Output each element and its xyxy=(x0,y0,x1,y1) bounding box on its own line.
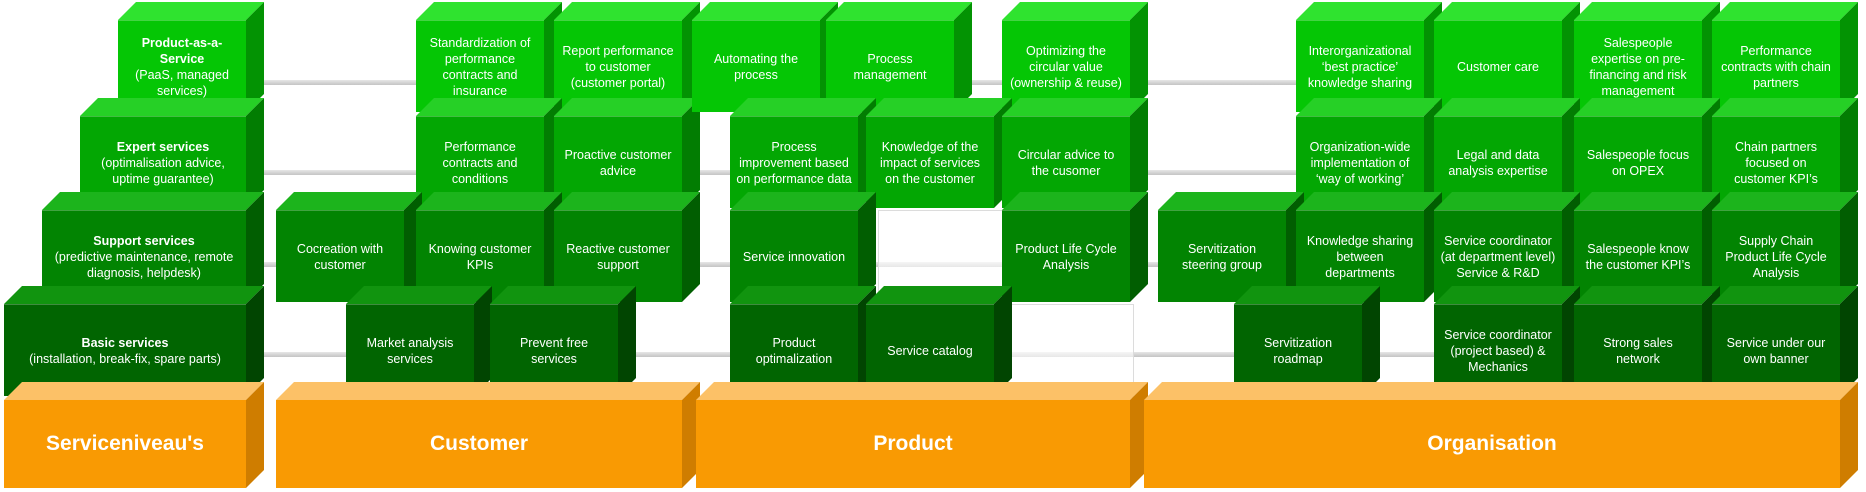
block-market-analysis: Market analysis services xyxy=(346,286,492,396)
column-label: Serviceniveau's xyxy=(4,400,246,488)
block-report-performance: Report performance to customer (customer… xyxy=(554,2,700,112)
block-service-own-banner: Service under our own banner xyxy=(1712,286,1858,396)
column-label: Product xyxy=(696,400,1130,488)
block-optimizing-circular-value: Optimizing the circular value (ownership… xyxy=(1002,2,1148,112)
block-process-management: Process management xyxy=(826,2,972,112)
block-customer-care: Customer care xyxy=(1434,2,1580,112)
block-service-catalog: Service catalog xyxy=(866,286,1012,396)
block-automating-process: Automating the process xyxy=(692,2,838,112)
block-knowledge-impact: Knowledge of the impact of services on t… xyxy=(866,98,1012,208)
column-label: Organisation xyxy=(1144,400,1840,488)
column-base-product: Product xyxy=(696,382,1148,488)
column-base-serviceniveaus: Serviceniveau's xyxy=(4,382,264,488)
column-base-customer: Customer xyxy=(276,382,700,488)
block-performance-chain-partners: Performance contracts with chain partner… xyxy=(1712,2,1858,112)
block-product-life-cycle: Product Life Cycle Analysis xyxy=(1002,192,1148,302)
block-salespeople-expertise: Salespeople expertise on pre-financing a… xyxy=(1574,2,1720,112)
block-strong-sales-network: Strong sales network xyxy=(1574,286,1720,396)
block-interorganizational-knowledge: Interorganizational ‘best practice’ know… xyxy=(1296,2,1442,112)
service-level-paas: Product-as-a-Service(PaaS, managed servi… xyxy=(118,2,264,112)
column-base-organisation: Organisation xyxy=(1144,382,1858,488)
block-product-optimalization: Product optimalization xyxy=(730,286,876,396)
block-prevent-free-services: Prevent free services xyxy=(490,286,636,396)
block-standardization-contracts: Standardization of performance contracts… xyxy=(416,2,562,112)
column-label: Customer xyxy=(276,400,682,488)
service-level-basic: Basic services(installation, break-fix, … xyxy=(4,286,264,396)
block-servitization-roadmap: Servitization roadmap xyxy=(1234,286,1380,396)
block-service-coordinator-project: Service coordinator (project based) & Me… xyxy=(1434,286,1580,396)
